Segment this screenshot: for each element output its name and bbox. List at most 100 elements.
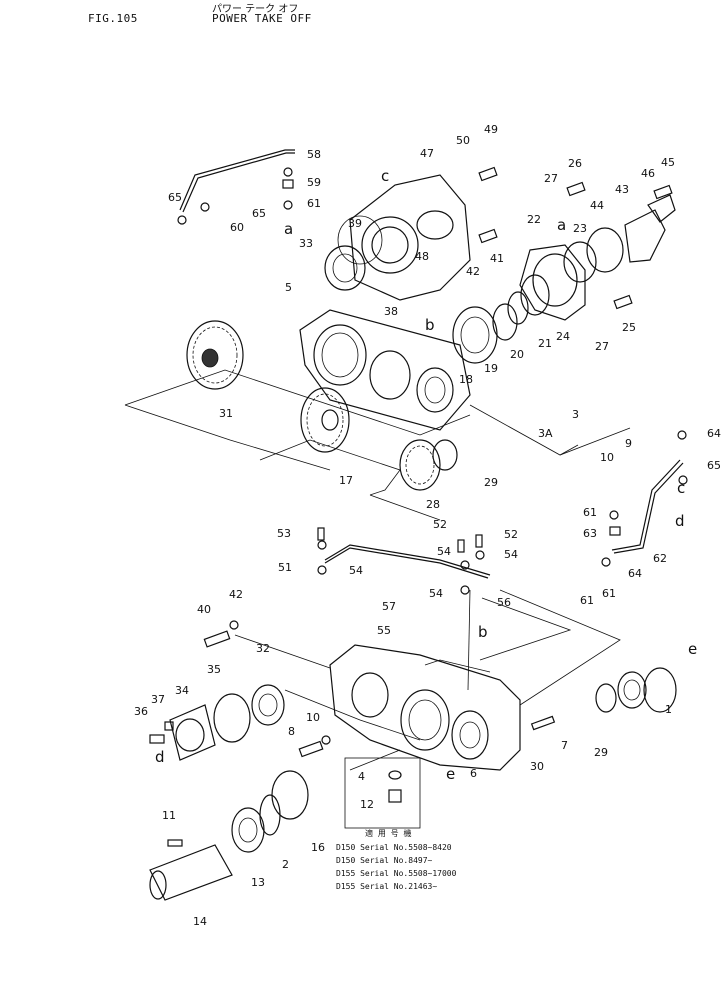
part-number-25: 25 xyxy=(622,321,636,334)
top-cover-assembly xyxy=(324,174,471,301)
part-number-26: 26 xyxy=(568,157,582,170)
part-number-41: 41 xyxy=(490,252,504,265)
part-number-53: 53 xyxy=(277,527,291,540)
part-number-3A: 3A xyxy=(538,427,553,440)
part-number-10: 10 xyxy=(600,451,614,464)
part-number-62: 62 xyxy=(653,552,667,565)
part-number-61: 61 xyxy=(307,197,321,210)
part-number-6: 6 xyxy=(470,767,477,780)
part-number-61: 61 xyxy=(583,506,597,519)
part-number-21: 21 xyxy=(538,337,552,350)
part-number-56: 56 xyxy=(497,596,511,609)
part-number-57: 57 xyxy=(382,600,396,613)
part-number-30: 30 xyxy=(530,760,544,773)
upper-gear-case xyxy=(299,309,471,431)
part-number-11: 11 xyxy=(162,809,176,822)
part-number-46: 46 xyxy=(641,167,655,180)
part-number-65: 65 xyxy=(168,191,182,204)
part-number-12: 12 xyxy=(360,798,374,811)
part-number-38: 38 xyxy=(384,305,398,318)
part-number-24: 24 xyxy=(556,330,570,343)
part-number-14: 14 xyxy=(193,915,207,928)
part-number-7: 7 xyxy=(561,739,568,752)
reference-letter-d: d xyxy=(675,512,685,530)
right-lower-bearing-assembly xyxy=(530,667,677,731)
part-number-52: 52 xyxy=(433,518,447,531)
part-number-65: 65 xyxy=(707,459,721,472)
lower-left-bearing-assembly xyxy=(149,620,331,761)
part-number-20: 20 xyxy=(510,348,524,361)
part-number-52: 52 xyxy=(504,528,518,541)
part-number-29: 29 xyxy=(484,476,498,489)
reference-letter-d: d xyxy=(155,748,165,766)
part-number-13: 13 xyxy=(251,876,265,889)
serial-line-4: D155 Serial No.21463~ xyxy=(336,882,438,891)
part-number-61: 61 xyxy=(580,594,594,607)
part-number-labels: 585961a656065475049c39334838414227264645… xyxy=(134,123,721,928)
part-number-54: 54 xyxy=(429,587,443,600)
part-number-9: 9 xyxy=(625,437,632,450)
part-number-44: 44 xyxy=(590,199,604,212)
part-number-55: 55 xyxy=(377,624,391,637)
reference-letter-c: c xyxy=(381,167,389,185)
part-number-54: 54 xyxy=(504,548,518,561)
serial-line-1: D150 Serial No.5508~8420 xyxy=(336,843,452,852)
part-number-27: 27 xyxy=(544,172,558,185)
part-number-18: 18 xyxy=(459,373,473,386)
part-number-42: 42 xyxy=(229,588,243,601)
part-number-16: 16 xyxy=(311,841,325,854)
part-number-22: 22 xyxy=(527,213,541,226)
part-number-58: 58 xyxy=(307,148,321,161)
part-number-35: 35 xyxy=(207,663,221,676)
reference-letter-b: b xyxy=(478,623,488,641)
part-number-23: 23 xyxy=(573,222,587,235)
reference-letter-b: b xyxy=(425,316,435,334)
figure-number: FIG.105 xyxy=(88,12,138,25)
serial-line-3: D155 Serial No.5508~17000 xyxy=(336,869,457,878)
part-number-4: 4 xyxy=(358,770,365,783)
part-number-54: 54 xyxy=(349,564,363,577)
gear-28 xyxy=(399,439,458,491)
part-number-64: 64 xyxy=(628,567,642,580)
part-number-51: 51 xyxy=(278,561,292,574)
part-number-3: 3 xyxy=(572,408,579,421)
gear-31 xyxy=(186,320,244,390)
part-number-54: 54 xyxy=(437,545,451,558)
reference-letter-a: a xyxy=(557,216,566,234)
part-number-29: 29 xyxy=(594,746,608,759)
part-number-47: 47 xyxy=(420,147,434,160)
drain-plug-detail xyxy=(344,757,421,829)
right-upper-bearing-assembly xyxy=(452,166,676,364)
leader-lines-upper xyxy=(124,369,631,521)
part-number-64: 64 xyxy=(707,427,721,440)
serials-heading: 適 用 号 機 xyxy=(365,829,412,838)
part-number-42: 42 xyxy=(466,265,480,278)
part-number-63: 63 xyxy=(583,527,597,540)
part-number-50: 50 xyxy=(456,134,470,147)
lubrication-pipe-top xyxy=(177,149,295,225)
part-number-37: 37 xyxy=(151,693,165,706)
part-number-40: 40 xyxy=(197,603,211,616)
reference-letter-c: c xyxy=(677,479,685,497)
reference-letter-a: a xyxy=(284,220,293,238)
lubrication-pipe-right xyxy=(601,430,688,567)
part-number-32: 32 xyxy=(256,642,270,655)
output-shaft-assembly xyxy=(149,770,309,901)
part-number-59: 59 xyxy=(307,176,321,189)
part-number-36: 36 xyxy=(134,705,148,718)
part-number-60: 60 xyxy=(230,221,244,234)
serial-line-2: D150 Serial No.8497~ xyxy=(336,856,433,865)
part-number-45: 45 xyxy=(661,156,675,169)
part-number-2: 2 xyxy=(282,858,289,871)
part-number-48: 48 xyxy=(415,250,429,263)
part-number-5: 5 xyxy=(285,281,292,294)
part-number-10: 10 xyxy=(306,711,320,724)
part-number-17: 17 xyxy=(339,474,353,487)
figure-title-japanese: パワー テーク オフ xyxy=(212,4,299,15)
part-number-31: 31 xyxy=(219,407,233,420)
part-number-49: 49 xyxy=(484,123,498,136)
part-number-8: 8 xyxy=(288,725,295,738)
part-number-19: 19 xyxy=(484,362,498,375)
part-number-39: 39 xyxy=(348,217,362,230)
